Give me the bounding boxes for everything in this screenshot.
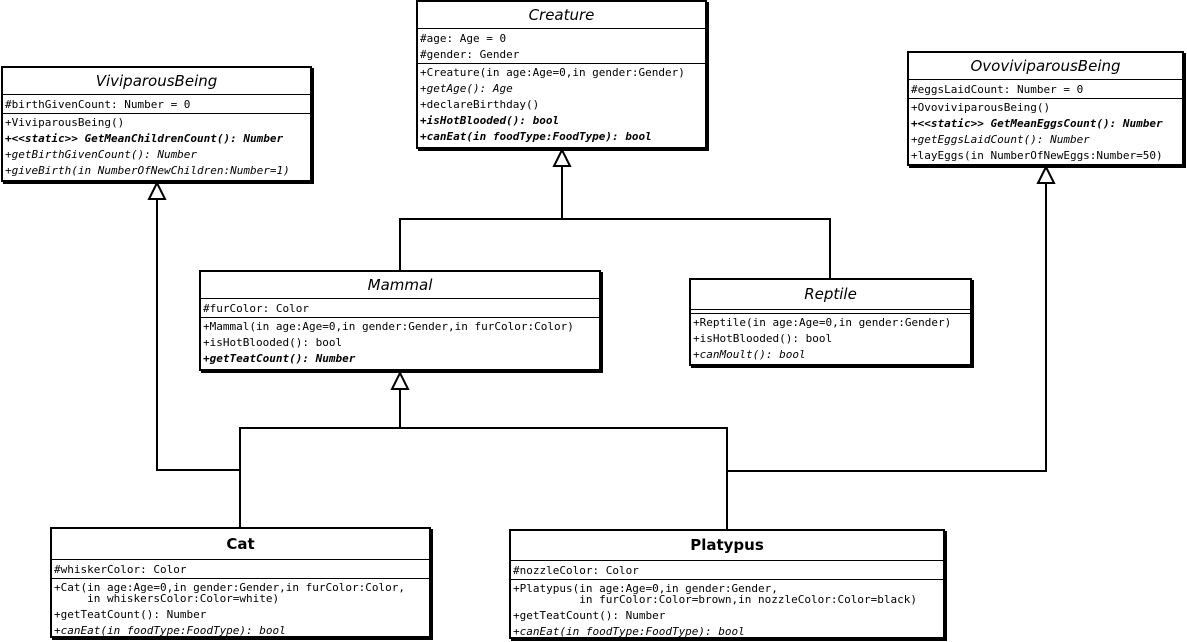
operation: +getTeatCount(): Number: [513, 609, 666, 622]
class-cat[interactable]: Cat #whiskerColor: Color +Cat(in age:Age…: [50, 527, 431, 638]
attribute: #furColor: Color: [203, 302, 309, 315]
class-reptile[interactable]: Reptile +Reptile(in age:Age=0,in gender:…: [689, 278, 972, 366]
operation: +getTeatCount(): Number: [203, 352, 356, 365]
attributes-compartment: #whiskerColor: Color: [52, 560, 429, 579]
class-viviparous-being[interactable]: ViviparousBeing #birthGivenCount: Number…: [1, 66, 312, 182]
operation: +getTeatCount(): Number: [54, 608, 207, 621]
operation: +Reptile(in age:Age=0,in gender:Gender): [693, 316, 952, 329]
inheritance-arrowhead-viviparous: [147, 180, 167, 200]
operation: +canEat(in foodType:FoodType): bool: [420, 130, 652, 143]
operation: +declareBirthday(): [420, 98, 540, 111]
attributes-compartment: [691, 310, 970, 314]
operation: +layEggs(in NumberOfNewEggs:Number=50): [911, 149, 1163, 162]
attribute: #birthGivenCount: Number = 0: [5, 98, 191, 111]
attributes-compartment: #birthGivenCount: Number = 0: [3, 95, 310, 114]
operation: +isHotBlooded(): bool: [203, 336, 343, 349]
operation: +<<static>> GetMeanEggsCount(): Number: [911, 117, 1163, 130]
operation: +giveBirth(in NumberOfNewChildren:Number…: [5, 164, 290, 177]
operations-compartment: +OvoviviparousBeing() +<<static>> GetMea…: [909, 99, 1182, 166]
class-name: Cat: [52, 529, 429, 560]
operation: +getAge(): Age: [420, 82, 513, 95]
edge-cat-to-mammal: [239, 427, 728, 529]
operations-compartment: +Reptile(in age:Age=0,in gender:Gender) …: [691, 314, 970, 365]
operation: +Cat(in age:Age=0,in gender:Gender,in fu…: [54, 581, 405, 605]
operations-compartment: +Creature(in age:Age=0,in gender:Gender)…: [418, 64, 705, 147]
attribute: #nozzleColor: Color: [513, 564, 639, 577]
edge-cat-to-viviparous: [156, 199, 240, 471]
operation: +isHotBlooded(): bool: [420, 114, 560, 127]
operation: +Platypus(in age:Age=0,in gender:Gender,…: [513, 582, 917, 606]
inheritance-arrowhead-mammal: [390, 370, 410, 390]
edge-mammal-to-creature: [399, 218, 831, 278]
class-platypus[interactable]: Platypus #nozzleColor: Color +Platypus(i…: [509, 529, 945, 639]
operation: +<<static>> GetMeanChildrenCount(): Numb…: [5, 132, 284, 145]
operation: +OvoviviparousBeing(): [911, 101, 1051, 114]
operation: +getBirthGivenCount(): Number: [5, 148, 198, 161]
operation: +canEat(in foodType:FoodType): bool: [54, 624, 286, 637]
class-name: Creature: [418, 2, 705, 29]
operations-compartment: +Cat(in age:Age=0,in gender:Gender,in fu…: [52, 579, 429, 641]
attributes-compartment: #furColor: Color: [201, 299, 599, 318]
inheritance-arrowhead-ovoviviparous: [1036, 164, 1056, 184]
operation: +canEat(in foodType:FoodType): bool: [513, 625, 745, 638]
class-name: Platypus: [511, 531, 943, 561]
attribute: #gender: Gender: [420, 48, 520, 61]
attributes-compartment: #nozzleColor: Color: [511, 561, 943, 580]
class-ovoviviparous-being[interactable]: OvoviviparousBeing #eggsLaidCount: Numbe…: [907, 51, 1184, 166]
operations-compartment: +Platypus(in age:Age=0,in gender:Gender,…: [511, 580, 943, 642]
attributes-compartment: #age: Age = 0 #gender: Gender: [418, 29, 705, 64]
operation: +isHotBlooded(): bool: [693, 332, 833, 345]
attribute: #eggsLaidCount: Number = 0: [911, 83, 1084, 96]
operation: +Mammal(in age:Age=0,in gender:Gender,in…: [203, 320, 574, 333]
operations-compartment: +Mammal(in age:Age=0,in gender:Gender,in…: [201, 318, 599, 369]
operation: +ViviparousBeing(): [5, 116, 125, 129]
operation: +Creature(in age:Age=0,in gender:Gender): [420, 66, 685, 79]
class-name: Reptile: [691, 280, 970, 310]
attribute: #age: Age = 0: [420, 32, 507, 45]
class-mammal[interactable]: Mammal #furColor: Color +Mammal(in age:A…: [199, 270, 601, 371]
operation: +getEggsLaidCount(): Number: [911, 133, 1090, 146]
inheritance-arrowhead-creature: [552, 147, 572, 167]
operations-compartment: +ViviparousBeing() +<<static>> GetMeanCh…: [3, 114, 310, 181]
operation: +canMoult(): bool: [693, 348, 806, 361]
attribute: #whiskerColor: Color: [54, 563, 187, 576]
attributes-compartment: #eggsLaidCount: Number = 0: [909, 80, 1182, 99]
class-name: ViviparousBeing: [3, 68, 310, 95]
class-name: OvoviviparousBeing: [909, 53, 1182, 80]
class-creature[interactable]: Creature #age: Age = 0 #gender: Gender +…: [416, 0, 707, 149]
class-name: Mammal: [201, 272, 599, 299]
edge-platypus-to-ovoviviparous: [727, 183, 1047, 472]
